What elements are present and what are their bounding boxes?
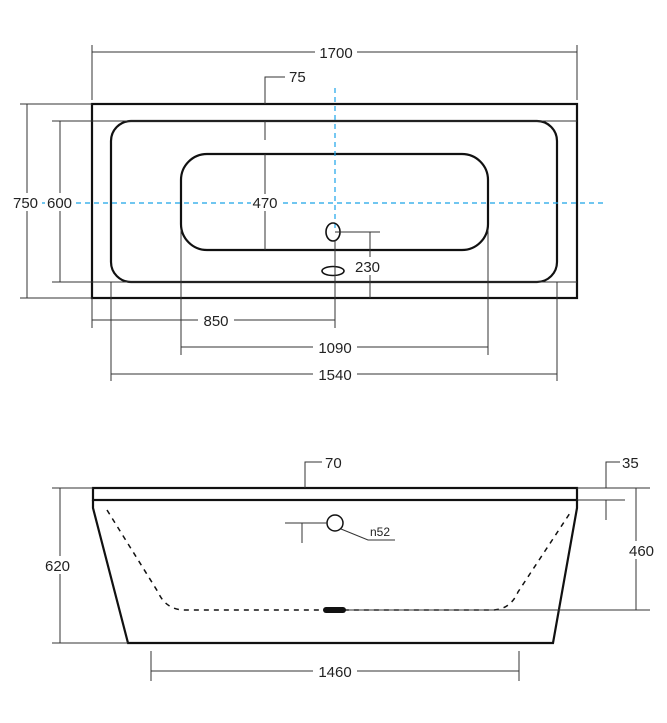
basin-outline	[179, 152, 490, 252]
label-230: 230	[355, 259, 380, 276]
overflow-hole	[321, 265, 345, 277]
dimension-bottom-length: 1460	[150, 651, 520, 681]
label-620: 620	[45, 558, 70, 575]
dimension-drain-offset: 230	[335, 231, 384, 298]
tub-body-outline	[91, 500, 579, 645]
label-75: 75	[289, 69, 306, 86]
dimension-basin-width: 470	[251, 154, 279, 250]
label-1460: 1460	[318, 664, 351, 681]
dimension-inner-width: 600	[46, 120, 577, 283]
dimension-overflow-height: 460	[577, 487, 662, 610]
top-view: 1700 75 750 600 470	[12, 42, 607, 384]
side-view: n52 70 35 620 460	[44, 455, 662, 681]
label-470: 470	[252, 195, 277, 212]
dimension-rim-width: 75	[264, 69, 306, 140]
dimension-rim-thickness: 70	[304, 455, 342, 488]
label-1090: 1090	[318, 340, 351, 357]
overflow-outlet	[326, 514, 344, 532]
inner-basin-hidden-line	[106, 509, 573, 611]
dimension-inner-length: 1540	[110, 282, 558, 384]
label-750: 750	[13, 195, 38, 212]
drain-outlet	[323, 607, 346, 613]
label-600: 600	[47, 195, 72, 212]
label-1540: 1540	[318, 367, 351, 384]
label-1700: 1700	[319, 45, 352, 62]
tub-inner-outline	[109, 119, 559, 284]
dimension-overall-length: 1700	[91, 42, 578, 100]
dimension-rim-lip: 35	[605, 455, 639, 520]
label-460: 460	[629, 543, 654, 560]
label-850: 850	[203, 313, 228, 330]
dimension-drain-from-end: 850	[91, 240, 336, 330]
rim-outline	[91, 486, 579, 502]
dimension-basin-length: 1090	[180, 230, 489, 357]
label-35: 35	[622, 455, 639, 472]
dimension-height: 620	[44, 487, 128, 644]
label-n52: n52	[370, 525, 390, 539]
label-70: 70	[325, 455, 342, 472]
dimension-overall-width: 750	[12, 103, 92, 299]
